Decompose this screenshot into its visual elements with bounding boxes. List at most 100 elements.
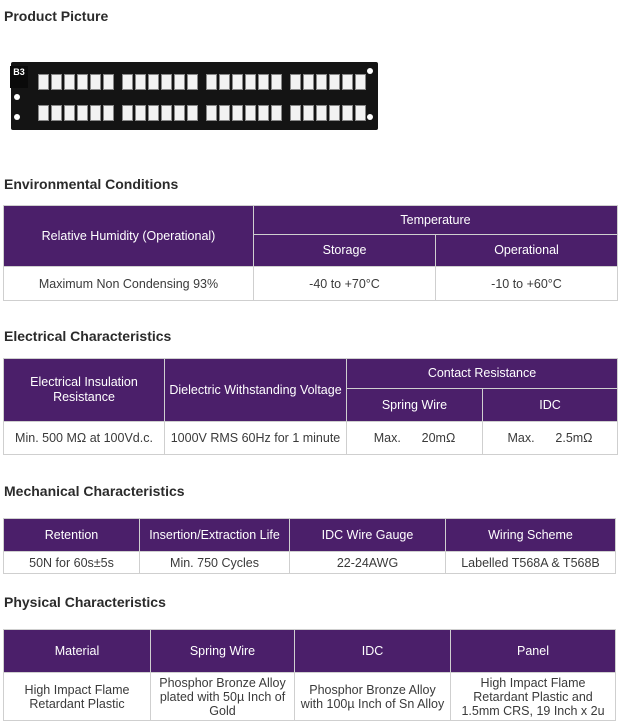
mech-header-retention: Retention — [3, 518, 140, 552]
mech-header-life: Insertion/Extraction Life — [139, 518, 290, 552]
mechanical-table: Retention Insertion/Extraction Life IDC … — [3, 518, 616, 574]
phys-value-panel: High Impact Flame Retardant Plastic and … — [450, 672, 616, 721]
port-group-gap — [284, 105, 288, 122]
keystone-port — [103, 74, 114, 90]
elec-value-idc: Max. 2.5mΩ — [481, 421, 619, 455]
mechanical-heading: Mechanical Characteristics — [4, 483, 185, 499]
keystone-port — [290, 74, 301, 90]
keystone-port — [329, 105, 340, 121]
environmental-table: Relative Humidity (Operational) Temperat… — [3, 205, 618, 301]
keystone-port — [219, 105, 230, 121]
mech-header-gauge: IDC Wire Gauge — [289, 518, 446, 552]
keystone-port — [90, 74, 101, 90]
env-header-temperature: Temperature — [253, 205, 618, 235]
keystone-port — [219, 74, 230, 90]
phys-header-idc: IDC — [294, 629, 451, 673]
keystone-port — [206, 74, 217, 90]
mount-hole-left-bottom — [14, 114, 20, 120]
keystone-port — [316, 105, 327, 121]
keystone-port — [187, 74, 198, 90]
keystone-port — [161, 74, 172, 90]
phys-header-material: Material — [3, 629, 151, 673]
keystone-port — [38, 105, 49, 121]
elec-header-insulation: Electrical Insulation Resistance — [3, 358, 165, 422]
port-group-gap — [200, 105, 204, 122]
keystone-port — [122, 105, 133, 121]
port-group-gap — [200, 74, 204, 91]
keystone-port — [90, 105, 101, 121]
keystone-port — [290, 105, 301, 121]
keystone-port — [148, 105, 159, 121]
keystone-port — [51, 74, 62, 90]
keystone-port — [174, 74, 185, 90]
environmental-heading: Environmental Conditions — [4, 176, 179, 192]
keystone-port — [148, 74, 159, 90]
brand-logo: B3 — [10, 66, 28, 88]
keystone-port — [232, 74, 243, 90]
phys-header-panel: Panel — [450, 629, 616, 673]
mount-hole-right-top — [367, 68, 373, 74]
port-group-gap — [116, 74, 120, 91]
elec-header-contact: Contact Resistance — [345, 358, 619, 389]
keystone-port — [206, 105, 217, 121]
physical-heading: Physical Characteristics — [4, 594, 166, 610]
elec-header-spring: Spring Wire — [346, 388, 483, 422]
keystone-port — [271, 105, 282, 121]
phys-header-spring: Spring Wire — [150, 629, 295, 673]
port-row-bottom — [38, 105, 366, 122]
env-header-humidity: Relative Humidity (Operational) — [3, 205, 254, 267]
env-header-operational: Operational — [435, 234, 618, 267]
keystone-port — [38, 74, 49, 90]
elec-header-dielectric: Dielectric Withstanding Voltage — [164, 358, 347, 422]
keystone-port — [303, 74, 314, 90]
keystone-port — [271, 74, 282, 90]
keystone-port — [122, 74, 133, 90]
keystone-port — [355, 105, 366, 121]
keystone-port — [135, 74, 146, 90]
keystone-port — [174, 105, 185, 121]
keystone-port — [258, 74, 269, 90]
env-header-storage: Storage — [253, 234, 436, 267]
keystone-port — [187, 105, 198, 121]
keystone-port — [64, 74, 75, 90]
keystone-port — [103, 105, 114, 121]
keystone-port — [77, 74, 88, 90]
env-value-operational: -10 to +60°C — [435, 266, 618, 301]
keystone-port — [245, 105, 256, 121]
keystone-port — [355, 74, 366, 90]
keystone-port — [258, 105, 269, 121]
keystone-port — [342, 105, 353, 121]
mount-hole-left-top — [14, 94, 20, 100]
phys-value-spring: Phosphor Bronze Alloy plated with 50µ In… — [150, 672, 295, 721]
env-value-humidity: Maximum Non Condensing 93% — [3, 266, 254, 301]
keystone-port — [329, 74, 340, 90]
keystone-port — [232, 105, 243, 121]
keystone-port — [245, 74, 256, 90]
elec-value-dielectric: 1000V RMS 60Hz for 1 minute — [164, 421, 347, 455]
mount-hole-right-bottom — [367, 114, 373, 120]
elec-value-insulation: Min. 500 MΩ at 100Vd.c. — [3, 421, 165, 455]
phys-value-material: High Impact Flame Retardant Plastic — [3, 672, 151, 721]
product-picture-heading: Product Picture — [4, 8, 109, 24]
keystone-port — [51, 105, 62, 121]
keystone-port — [316, 74, 327, 90]
keystone-port — [135, 105, 146, 121]
keystone-port — [342, 74, 353, 90]
elec-header-idc: IDC — [481, 388, 619, 422]
phys-value-idc: Phosphor Bronze Alloy with 100µ Inch of … — [294, 672, 451, 721]
port-group-gap — [116, 105, 120, 122]
mech-header-wiring: Wiring Scheme — [445, 518, 616, 552]
keystone-port — [77, 105, 88, 121]
elec-value-spring: Max. 20mΩ — [346, 421, 483, 455]
port-row-top — [38, 74, 366, 91]
mech-value-retention: 50N for 60s±5s — [3, 551, 140, 574]
keystone-port — [303, 105, 314, 121]
keystone-port — [161, 105, 172, 121]
env-value-storage: -40 to +70°C — [253, 266, 436, 301]
mech-value-wiring: Labelled T568A & T568B — [445, 551, 616, 574]
electrical-heading: Electrical Characteristics — [4, 328, 172, 344]
mech-value-life: Min. 750 Cycles — [139, 551, 290, 574]
port-group-gap — [284, 74, 288, 91]
mech-value-gauge: 22-24AWG — [289, 551, 446, 574]
physical-table: Material Spring Wire IDC Panel High Impa… — [3, 629, 616, 721]
